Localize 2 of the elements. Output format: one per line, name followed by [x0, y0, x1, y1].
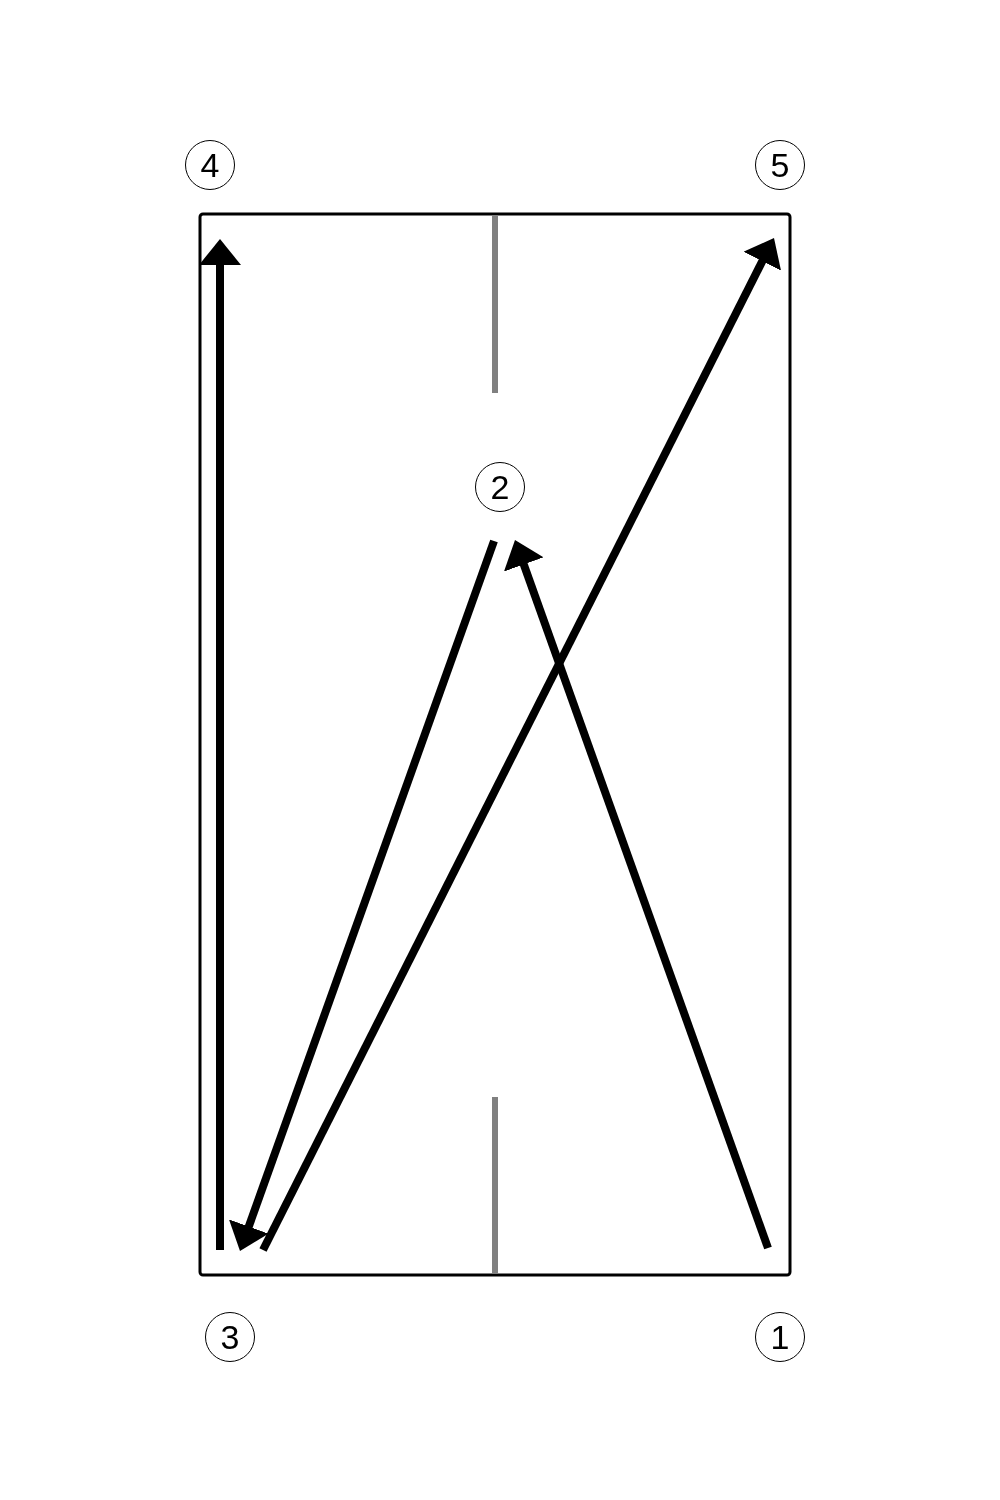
arrow — [229, 539, 498, 1251]
arrow — [259, 238, 782, 1252]
